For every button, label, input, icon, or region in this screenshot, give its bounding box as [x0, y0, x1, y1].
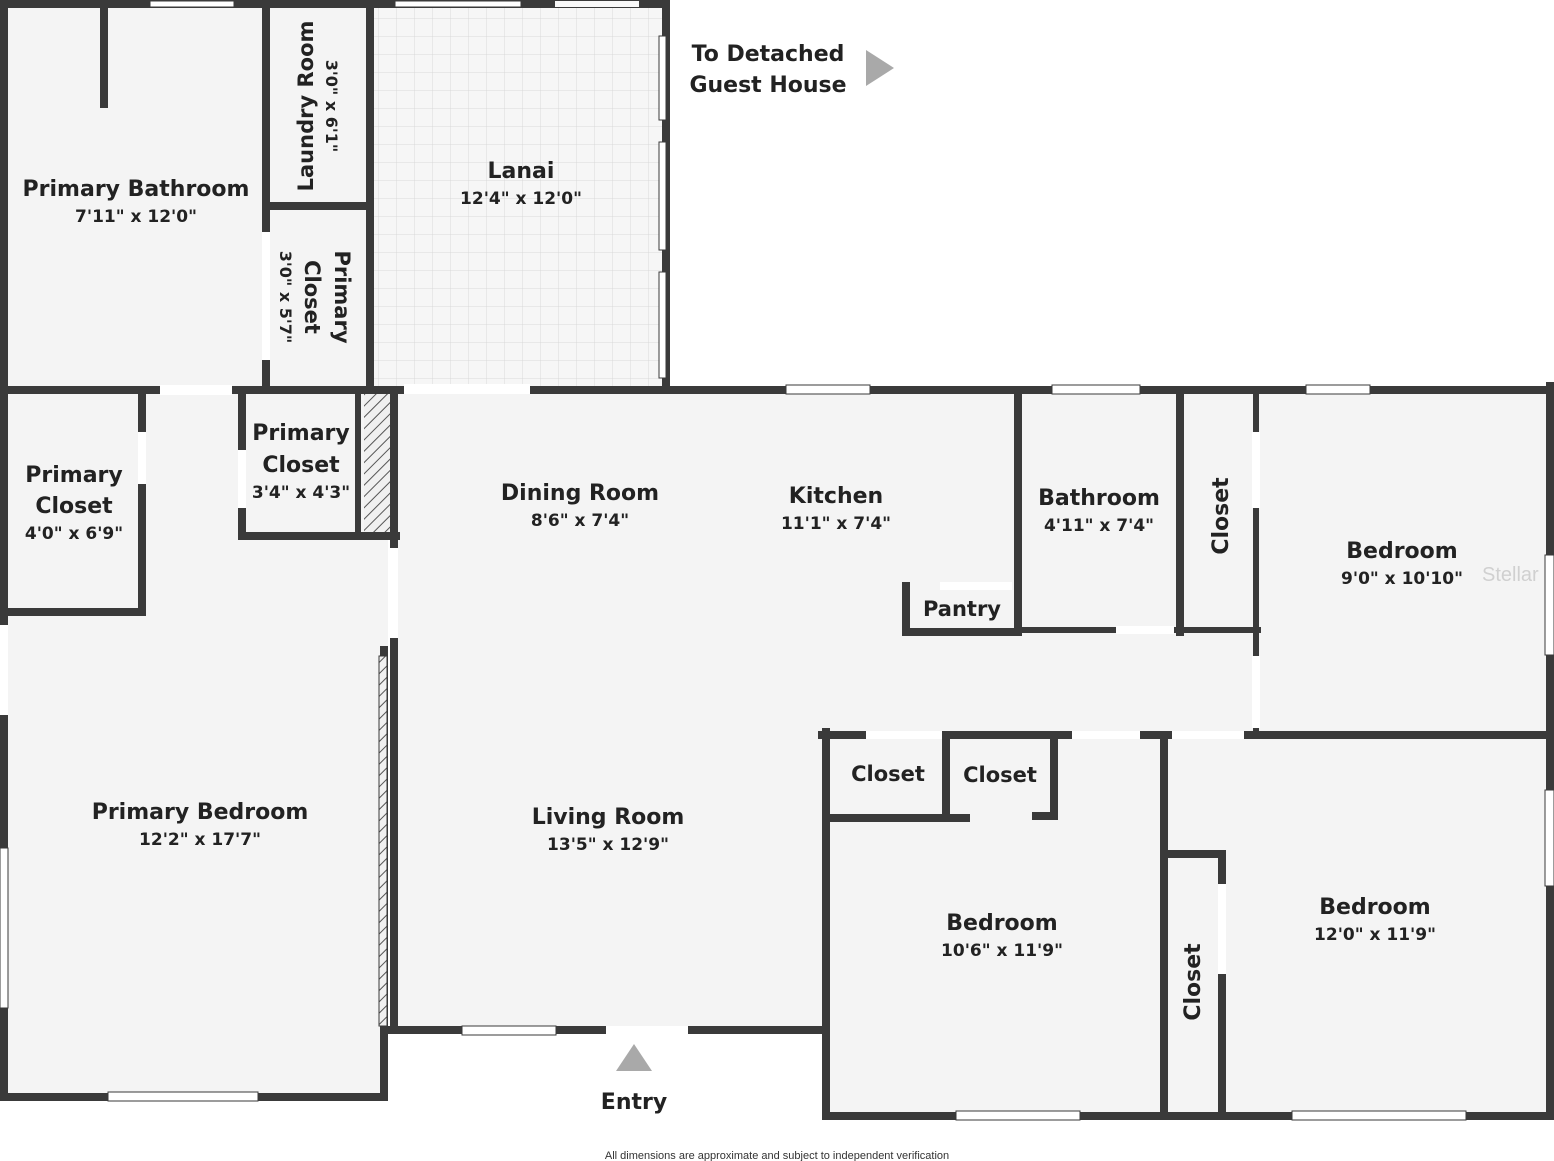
window	[461, 1025, 557, 1036]
room-name-primary-closet-upper-1: Primary	[330, 250, 354, 343]
room-name-primary-closet-center-2: Closet	[262, 453, 340, 478]
room-dims-kitchen: 11'1" x 7'4"	[781, 514, 891, 534]
opening	[1252, 656, 1260, 728]
up-arrow-icon	[616, 1044, 652, 1071]
window	[1051, 384, 1141, 395]
opening-entry	[606, 1026, 688, 1035]
entry-label: Entry	[601, 1090, 667, 1115]
room-dims-bedroom-upper-right: 9'0" x 10'10"	[1341, 569, 1463, 589]
room-dims-dining: 8'6" x 7'4"	[531, 511, 629, 531]
room-dims-bedroom-center: 10'6" x 11'9"	[941, 941, 1063, 961]
room-name-pantry: Pantry	[923, 597, 1001, 621]
room-name-laundry: Laundry Room	[294, 21, 318, 192]
opening	[238, 450, 246, 508]
disclaimer: All dimensions are approximate and subje…	[605, 1150, 949, 1161]
opening	[1218, 884, 1226, 974]
room-name-primary-closet-upper-2: Closet	[300, 260, 324, 334]
window	[785, 384, 871, 395]
wall-lower-closet	[1160, 850, 1226, 1120]
opening	[262, 232, 270, 360]
opening	[1252, 432, 1260, 508]
labels: To Detached Guest House Primary Bathroom…	[23, 21, 1539, 1161]
room-name-bedroom-upper-right: Bedroom	[1346, 539, 1457, 564]
hatched-chase	[364, 394, 390, 532]
room-name-bathroom: Bathroom	[1038, 486, 1160, 511]
room-dims-living: 13'5" x 12'9"	[547, 835, 669, 855]
window	[555, 1, 639, 7]
watermark: Stellar	[1482, 564, 1539, 586]
room-name-closet-a: Closet	[851, 762, 925, 786]
room-name-primary-closet-left-1: Primary	[25, 463, 122, 488]
room-name-primary-bathroom: Primary Bathroom	[23, 177, 250, 202]
room-dims-laundry: 3'0" x 6'1"	[322, 60, 341, 152]
room-name-primary-closet-left-2: Closet	[35, 494, 113, 519]
floor-lanai	[370, 8, 662, 386]
opening	[1116, 626, 1174, 634]
window	[955, 1110, 1081, 1121]
room-dims-primary-bedroom: 12'2" x 17'7"	[139, 830, 261, 850]
room-dims-bathroom: 4'11" x 7'4"	[1044, 516, 1154, 536]
window	[658, 141, 667, 251]
room-name-closet-vertical-upper: Closet	[1209, 477, 1234, 555]
floor-bedrooms-lower	[826, 736, 1550, 1116]
window	[1291, 1110, 1467, 1121]
room-name-closet-b: Closet	[963, 763, 1037, 787]
window	[0, 847, 9, 1009]
room-name-living: Living Room	[532, 805, 685, 830]
room-name-primary-closet-center-1: Primary	[252, 421, 349, 446]
room-dims-lanai: 12'4" x 12'0"	[460, 189, 582, 209]
guest-house-line1: To Detached	[692, 42, 845, 67]
room-name-primary-bedroom: Primary Bedroom	[92, 800, 309, 825]
floors	[8, 8, 1550, 1116]
sliding-door	[378, 655, 388, 1027]
wall-closet-b	[1032, 731, 1058, 820]
right-arrow-icon	[866, 50, 894, 86]
floor-primary-closet-upper	[270, 208, 370, 386]
opening	[138, 432, 146, 484]
floor-left-block	[8, 390, 388, 1095]
opening	[1072, 731, 1140, 739]
room-name-bedroom-center: Bedroom	[946, 911, 1057, 936]
window	[149, 0, 235, 8]
room-dims-bedroom-lower-right: 12'0" x 11'9"	[1314, 925, 1436, 945]
room-dims-primary-closet-center: 3'4" x 4'3"	[252, 483, 350, 503]
room-name-closet-vertical-lower: Closet	[1181, 943, 1206, 1021]
windows	[0, 0, 1554, 1121]
opening	[0, 625, 8, 715]
room-name-dining: Dining Room	[501, 481, 659, 506]
window	[107, 1091, 259, 1102]
floor-laundry	[270, 8, 370, 208]
room-name-lanai: Lanai	[488, 159, 555, 184]
floor-primary-bathroom	[8, 8, 264, 386]
opening	[866, 731, 942, 739]
room-dims-primary-bathroom: 7'11" x 12'0"	[75, 207, 197, 227]
window	[1305, 384, 1371, 395]
opening	[1172, 731, 1244, 739]
guest-house-line2: Guest House	[689, 73, 846, 98]
wall-primary-closet-center	[238, 386, 400, 540]
room-dims-primary-closet-left: 4'0" x 6'9"	[25, 524, 123, 544]
opening	[390, 548, 398, 638]
window	[1544, 789, 1554, 887]
room-name-kitchen: Kitchen	[789, 484, 883, 509]
room-name-bedroom-lower-right: Bedroom	[1319, 895, 1430, 920]
window	[658, 271, 667, 379]
room-dims-primary-closet-upper: 3'0" x 5'7"	[276, 251, 295, 343]
opening	[160, 385, 232, 395]
opening-lanai	[404, 384, 530, 394]
wall-pantry	[902, 582, 1022, 636]
window	[658, 35, 667, 121]
opening	[940, 582, 1012, 590]
window	[394, 0, 522, 8]
window	[1544, 554, 1554, 656]
